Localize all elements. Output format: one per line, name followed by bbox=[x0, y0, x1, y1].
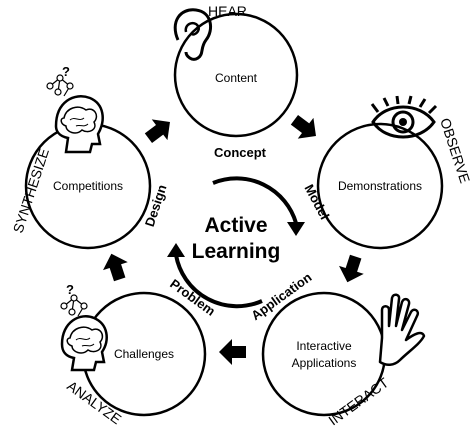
head-network-icon: ? bbox=[46, 64, 104, 154]
head-network-icon: ? bbox=[60, 282, 108, 372]
stage-model-label: Model bbox=[302, 182, 333, 222]
stage-concept-label: Concept bbox=[214, 145, 267, 160]
center-title-line1: Active bbox=[204, 214, 267, 237]
arrow-interactive-to-challenges bbox=[219, 339, 246, 365]
arrow-competitions-to-content bbox=[144, 119, 170, 144]
center-cycle: Active Learning bbox=[167, 176, 305, 309]
demonstrations-label: Demonstrations bbox=[338, 179, 422, 193]
center-title-line2: Learning bbox=[192, 240, 281, 263]
mode-interact-label: INTERACT bbox=[325, 374, 391, 428]
cycle-arrowhead-left bbox=[167, 243, 185, 257]
ear-icon bbox=[173, 8, 213, 61]
question-mark-bottom: ? bbox=[66, 282, 74, 297]
mode-analyze-label: ANALYZE bbox=[64, 377, 124, 427]
content-label: Content bbox=[215, 71, 258, 85]
cycle-arrowhead-right bbox=[287, 222, 305, 236]
challenges-label: Challenges bbox=[114, 347, 174, 361]
demonstrations-circle bbox=[316, 122, 444, 250]
stage-problem-label: Problem bbox=[167, 276, 218, 319]
arrow-content-to-demonstrations bbox=[290, 114, 316, 139]
arrow-challenges-to-competitions bbox=[103, 253, 128, 282]
hand-icon bbox=[378, 293, 426, 366]
arrow-demonstrations-to-interactive bbox=[339, 254, 364, 283]
competitions-label: Competitions bbox=[53, 179, 123, 193]
eye-icon bbox=[370, 95, 438, 139]
content-circle bbox=[173, 12, 299, 138]
interactive-applications-label-line1: Interactive bbox=[296, 339, 352, 353]
cycle-arc-bottom-left bbox=[174, 254, 263, 309]
question-mark-top: ? bbox=[62, 64, 70, 79]
mode-hear-label: HEAR bbox=[208, 3, 247, 19]
mode-observe-label: OBSERVE bbox=[437, 116, 473, 185]
cycle-arc-top-right bbox=[212, 176, 298, 224]
interactive-applications-label-line2: Applications bbox=[292, 356, 357, 370]
